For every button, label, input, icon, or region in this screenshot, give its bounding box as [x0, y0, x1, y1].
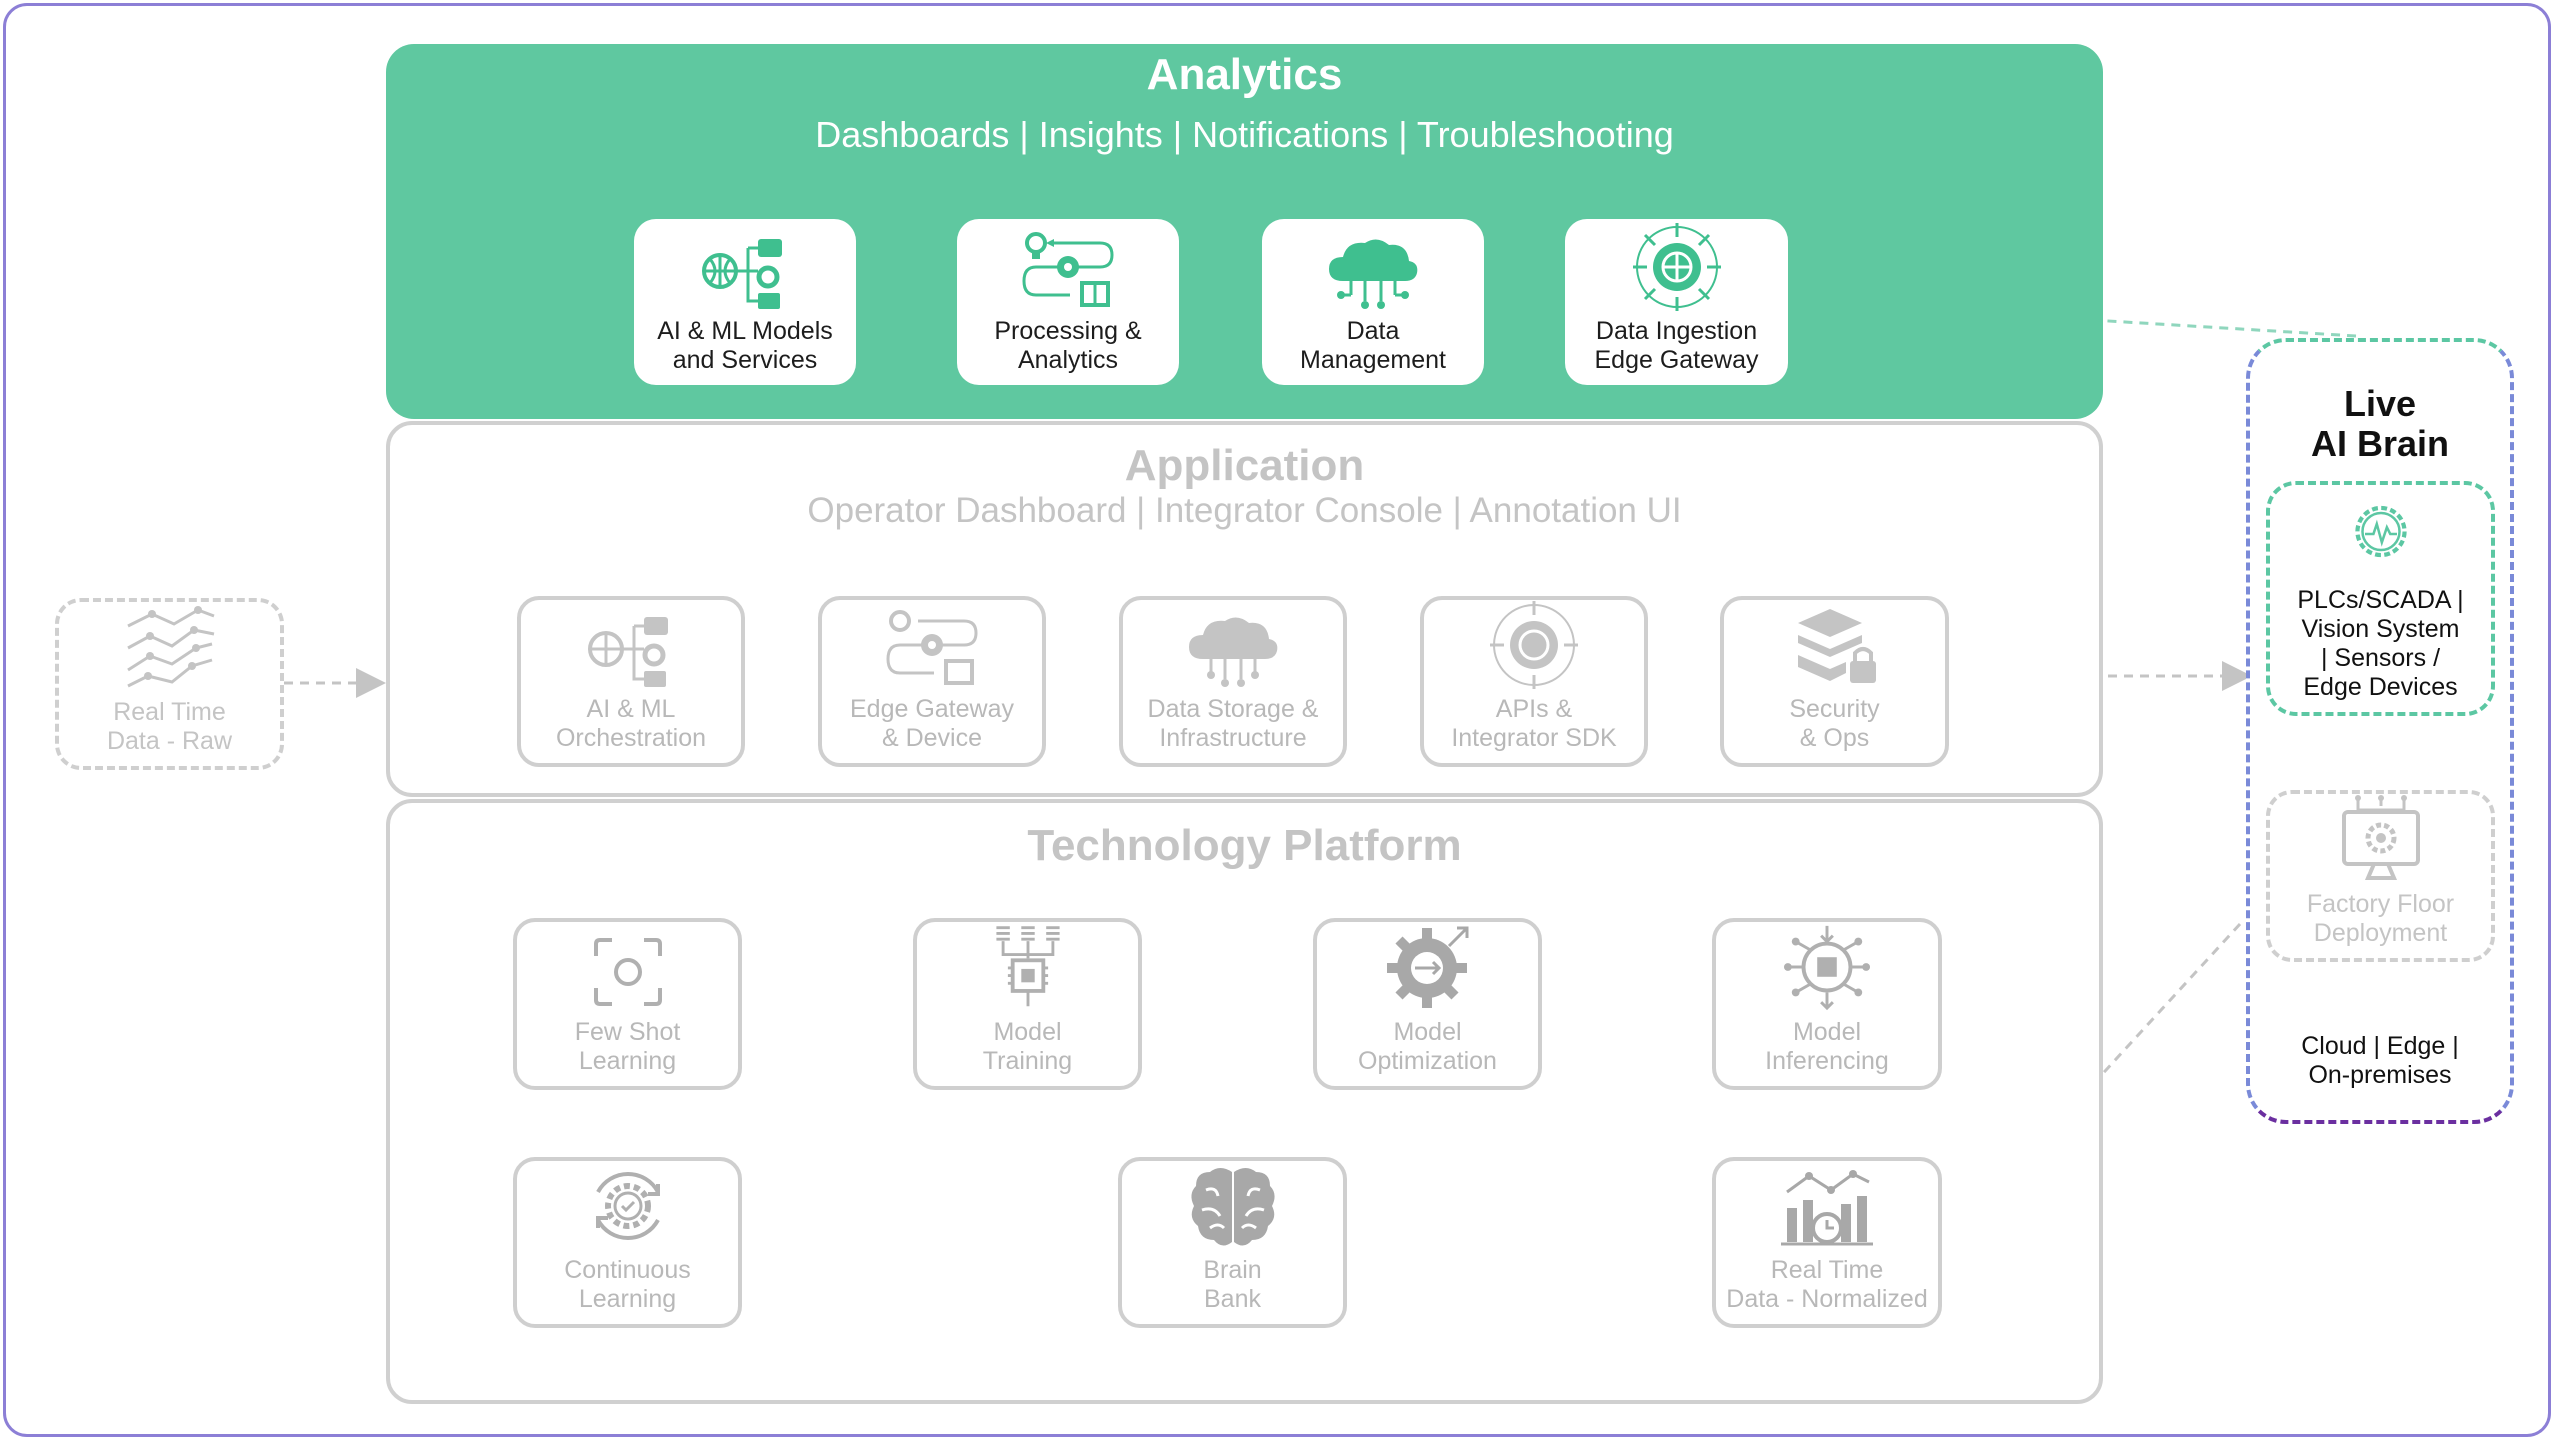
bar-chart-clock-icon	[1781, 1170, 1873, 1246]
analytics-subtitle: Dashboards | Insights | Notifications | …	[815, 114, 1674, 155]
card-brain-bank[interactable]: Brain Bank	[1118, 1157, 1347, 1328]
card-edge-gateway[interactable]: Edge Gateway & Device	[818, 596, 1046, 767]
monitor-gear-icon	[2341, 795, 2420, 880]
application-title: Application	[1124, 441, 1365, 490]
card-apis-sdk-label: APIs & Integrator SDK	[1451, 695, 1617, 752]
card-processing-analytics[interactable]: Processing & Analytics	[957, 219, 1179, 385]
card-real-time-normalized-label: Real Time Data - Normalized	[1726, 1256, 1928, 1313]
card-data-management[interactable]: Data Management	[1262, 219, 1484, 385]
card-apis-sdk[interactable]: APIs & Integrator SDK	[1420, 596, 1648, 767]
card-data-storage-label: Data Storage & Infrastructure	[1147, 695, 1319, 752]
card-ai-ml-orchestration-label: AI & ML Orchestration	[555, 695, 707, 752]
card-model-optimization-label: Model Optimization	[1358, 1018, 1497, 1075]
card-ai-ml-orchestration[interactable]: AI & ML Orchestration	[517, 596, 745, 767]
card-data-storage[interactable]: Data Storage & Infrastructure	[1119, 596, 1347, 767]
card-data-ingestion[interactable]: Data Ingestion Edge Gateway	[1565, 219, 1788, 385]
globe-gateway-icon	[1632, 223, 1721, 311]
card-data-management-label: Data Management	[1300, 317, 1446, 374]
processing-analytics-icon	[1022, 232, 1114, 307]
card-model-inferencing[interactable]: Model Inferencing	[1712, 918, 1942, 1090]
card-model-inferencing-label: Model Inferencing	[1765, 1018, 1889, 1075]
card-model-training-label: Model Training	[982, 1018, 1073, 1075]
line-graph-icon	[126, 606, 215, 688]
camera-focus-icon	[593, 938, 662, 1006]
devices-box[interactable]: PLCs/SCADA | Vision System | Sensors / E…	[2266, 481, 2495, 716]
application-subtitle: Operator Dashboard | Integrator Console …	[807, 491, 1682, 530]
gear-pulse-icon	[2354, 505, 2407, 558]
card-ai-ml-models-label: AI & ML Models and Services	[657, 317, 833, 374]
card-few-shot-learning-label: Few Shot Learning	[574, 1018, 681, 1075]
factory-floor-label: Factory Floor Deployment	[2306, 890, 2455, 947]
card-processing-analytics-label: Processing & Analytics	[994, 317, 1142, 374]
api-globe-icon	[1490, 601, 1578, 689]
card-security-ops[interactable]: Security & Ops	[1720, 596, 1949, 767]
card-ai-ml-models[interactable]: AI & ML Models and Services	[634, 219, 856, 385]
card-data-ingestion-label: Data Ingestion Edge Gateway	[1594, 317, 1759, 374]
card-continuous-learning[interactable]: Continuous Learning	[513, 1157, 742, 1328]
card-few-shot-learning[interactable]: Few Shot Learning	[513, 918, 742, 1090]
platform-title: Technology Platform	[1027, 821, 1462, 870]
security-layers-icon	[1797, 609, 1876, 683]
brain-icon	[1190, 1168, 1275, 1246]
ai-ml-orchestration-icon	[588, 617, 668, 687]
live-ai-brain-title: Live AI Brain	[2310, 383, 2450, 464]
raw-data-source[interactable]: Real Time Data - Raw	[55, 598, 284, 770]
deployment-options-label: Cloud | Edge | On-premises	[2301, 1032, 2459, 1089]
card-continuous-learning-label: Continuous Learning	[564, 1256, 691, 1313]
live-ai-brain-group: Live AI Brain	[2246, 338, 2514, 1124]
card-brain-bank-label: Brain Bank	[1203, 1256, 1262, 1313]
ai-ml-models-icon	[702, 239, 782, 309]
cloud-network-icon	[1329, 239, 1418, 309]
card-edge-gateway-label: Edge Gateway & Device	[850, 695, 1014, 752]
gear-cycle-icon	[595, 1172, 660, 1240]
circuit-inference-icon	[1783, 925, 1871, 1011]
outer-frame	[3, 3, 2551, 1437]
analytics-title: Analytics	[1146, 50, 1343, 99]
card-real-time-normalized[interactable]: Real Time Data - Normalized	[1712, 1157, 1942, 1328]
cloud-storage-icon	[1189, 617, 1278, 687]
card-security-ops-label: Security & Ops	[1789, 695, 1880, 752]
factory-floor-box[interactable]: Factory Floor Deployment	[2266, 790, 2495, 962]
raw-data-label: Real Time Data - Raw	[106, 698, 233, 755]
edge-gateway-icon	[886, 610, 978, 685]
chip-training-icon	[995, 926, 1060, 1007]
card-model-training[interactable]: Model Training	[913, 918, 1142, 1090]
devices-label: PLCs/SCADA | Vision System | Sensors / E…	[2297, 586, 2464, 701]
card-model-optimization[interactable]: Model Optimization	[1313, 918, 1542, 1090]
gear-optimization-icon	[1386, 926, 1468, 1008]
